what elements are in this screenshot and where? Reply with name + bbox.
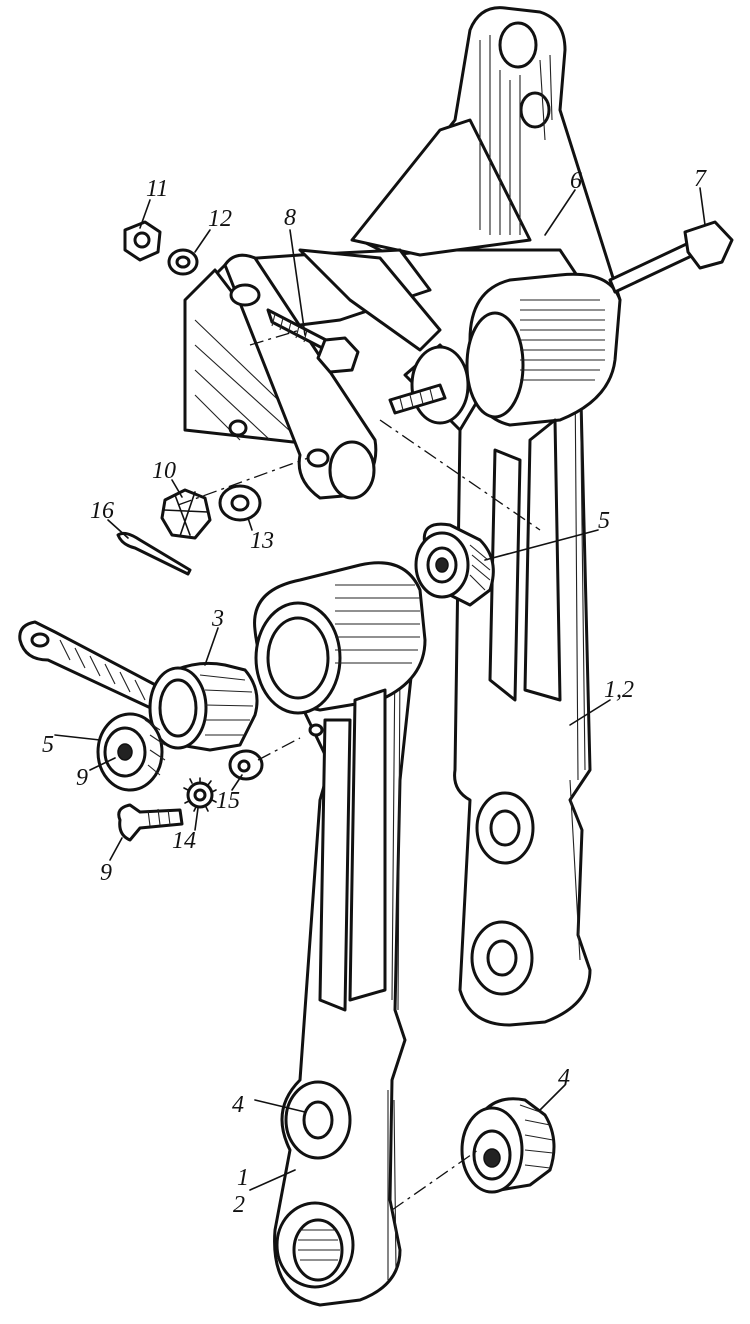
screw-9 [117,803,184,842]
callout-16: 16 [90,498,114,524]
stud-bolt [388,383,447,415]
nut-11 [123,220,162,262]
callout-labels: 11 12 8 6 7 10 16 13 5 3 5 9 9 14 15 1,2… [42,166,707,1218]
bearing-5-upper [414,522,495,607]
bushing-3 [148,661,259,752]
bolt-8 [266,308,360,374]
callout-12: 12 [208,206,232,232]
callout-3: 3 [211,606,224,632]
rear-lever-1-2 [410,272,622,1027]
leader-lines [54,187,706,1191]
mounting-bracket [183,6,622,500]
callout-9-left: 9 [76,765,88,791]
callout-5-upper: 5 [598,508,610,534]
callout-7: 7 [694,166,707,192]
front-lever-1-2 [253,561,427,1307]
bolt-7 [608,220,734,294]
ground-strap [18,620,167,712]
callout-14: 14 [172,828,196,854]
washer-13 [218,484,262,522]
callout-10: 10 [152,458,176,484]
washer-15 [228,749,264,781]
cotter-pin-16 [116,531,192,576]
callout-1: 1 [237,1165,249,1191]
callout-2: 2 [233,1192,245,1218]
callout-13: 13 [250,528,274,554]
washer-12 [167,248,199,276]
callout-1-2: 1,2 [604,677,634,703]
callout-4-left: 4 [232,1092,244,1118]
castle-nut-10 [160,488,212,540]
callout-9-screw: 9 [100,860,112,886]
centerlines [177,329,541,1211]
callout-15: 15 [216,788,240,814]
callout-8: 8 [284,205,296,231]
bearing-5-lower [96,712,166,792]
lock-washer-14 [183,777,217,812]
callout-11: 11 [146,176,168,202]
callout-6: 6 [570,168,582,194]
callout-5-lower: 5 [42,732,54,758]
callout-4-right: 4 [558,1065,570,1091]
bearing-4 [460,1097,556,1194]
